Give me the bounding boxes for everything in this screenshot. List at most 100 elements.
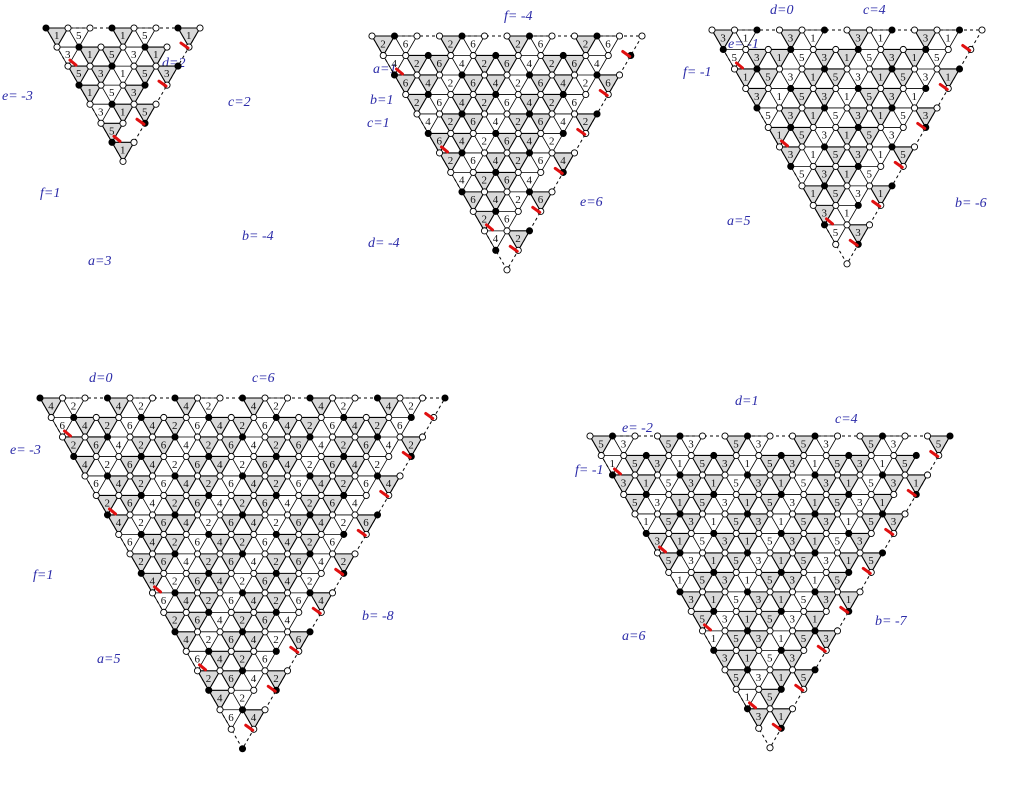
- cell-number: 4: [251, 556, 257, 568]
- cell-number: 2: [515, 194, 521, 206]
- cell-number: 5: [632, 458, 638, 470]
- cell: [724, 669, 749, 691]
- cell-number: 6: [538, 116, 544, 128]
- cell-number: 4: [183, 478, 189, 490]
- vertex-filled: [787, 162, 795, 170]
- cell: [746, 435, 771, 457]
- cell: [825, 533, 850, 554]
- cell-number: 2: [515, 155, 521, 167]
- vertex-filled: [441, 394, 449, 402]
- red-edge: [871, 199, 882, 208]
- cell: [365, 456, 390, 477]
- vertex-open: [755, 685, 763, 693]
- cell: [388, 417, 412, 438]
- cell-number: 2: [240, 498, 246, 510]
- cell-number: 4: [150, 459, 156, 471]
- vertex-open: [328, 394, 337, 402]
- cell: [746, 630, 771, 652]
- cell: [230, 572, 255, 594]
- cell: [275, 495, 300, 516]
- vertex-open: [413, 110, 421, 118]
- cell: [789, 126, 815, 149]
- vertex-open: [503, 149, 511, 157]
- vertex-open: [638, 32, 646, 40]
- cell: [461, 191, 486, 213]
- cell-number: 1: [778, 594, 784, 606]
- cell-number: 2: [515, 116, 521, 128]
- cell-number: 6: [363, 439, 369, 451]
- cell-number: 5: [733, 594, 739, 606]
- cell: [495, 210, 519, 232]
- cell: [264, 436, 289, 458]
- vertex-filled: [743, 549, 752, 557]
- cell-number: 5: [109, 125, 115, 137]
- vertex-filled: [719, 45, 727, 54]
- cell-number: 2: [341, 517, 347, 529]
- vertex-filled: [777, 529, 785, 537]
- cell-number: 2: [341, 439, 347, 451]
- vertex-open: [261, 394, 269, 402]
- cell-number: 2: [375, 420, 381, 432]
- cell: [724, 630, 749, 652]
- cell: [801, 185, 826, 207]
- vertex-filled: [238, 628, 247, 636]
- cell-number: 6: [538, 38, 544, 50]
- cell: [881, 513, 906, 535]
- cell: [790, 49, 814, 70]
- cell-number: 6: [228, 595, 234, 607]
- cell-number: 4: [425, 77, 431, 89]
- cell-number: 2: [138, 556, 144, 568]
- vertex-filled: [811, 627, 819, 635]
- vertex-open: [732, 646, 740, 654]
- cell: [645, 454, 670, 477]
- cell-number: 5: [700, 614, 706, 626]
- cell-number: 3: [788, 71, 794, 83]
- vertex-open: [764, 123, 772, 131]
- cell-number: 2: [482, 214, 488, 226]
- vertex-open: [653, 510, 662, 518]
- cell-number: 2: [105, 459, 111, 471]
- cell-number: 3: [788, 149, 794, 161]
- cell-number: 4: [217, 537, 223, 549]
- cell-number: 5: [733, 477, 739, 489]
- vertex-filled: [238, 667, 247, 675]
- cell-number: 3: [756, 711, 762, 723]
- cell-number: 2: [448, 77, 454, 89]
- red-edge: [198, 663, 207, 672]
- cell-number: 1: [878, 32, 884, 44]
- vertex-open: [833, 588, 842, 596]
- cell: [483, 191, 508, 213]
- cell: [585, 55, 609, 76]
- cell: [196, 514, 221, 536]
- label-a: a=3: [88, 254, 111, 269]
- red-edge: [576, 127, 587, 136]
- cell: [399, 397, 424, 419]
- cell-number: 3: [790, 497, 796, 509]
- vertex-open: [865, 221, 874, 229]
- cell: [746, 669, 771, 691]
- label-e: e= -3: [10, 443, 41, 458]
- cell: [252, 494, 278, 517]
- vertex-open: [631, 471, 639, 479]
- red-edge: [816, 644, 827, 653]
- red-edge: [356, 528, 367, 537]
- cell: [823, 185, 848, 207]
- vertex-open: [766, 666, 774, 674]
- cell-number: 3: [98, 106, 104, 118]
- cell: [902, 88, 927, 109]
- cell-number: 6: [403, 38, 409, 50]
- cell: [713, 610, 737, 632]
- cell: [84, 436, 109, 458]
- cell-number: 6: [228, 673, 234, 685]
- cell: [404, 93, 430, 116]
- cell-number: 4: [560, 116, 566, 128]
- cell: [129, 397, 154, 419]
- cell-number: 4: [183, 439, 189, 451]
- cell: [744, 48, 770, 71]
- cell-number: 6: [262, 420, 268, 432]
- vertex-open: [261, 667, 269, 675]
- label-d: d= -4: [368, 236, 400, 251]
- vertex-filled: [845, 529, 853, 537]
